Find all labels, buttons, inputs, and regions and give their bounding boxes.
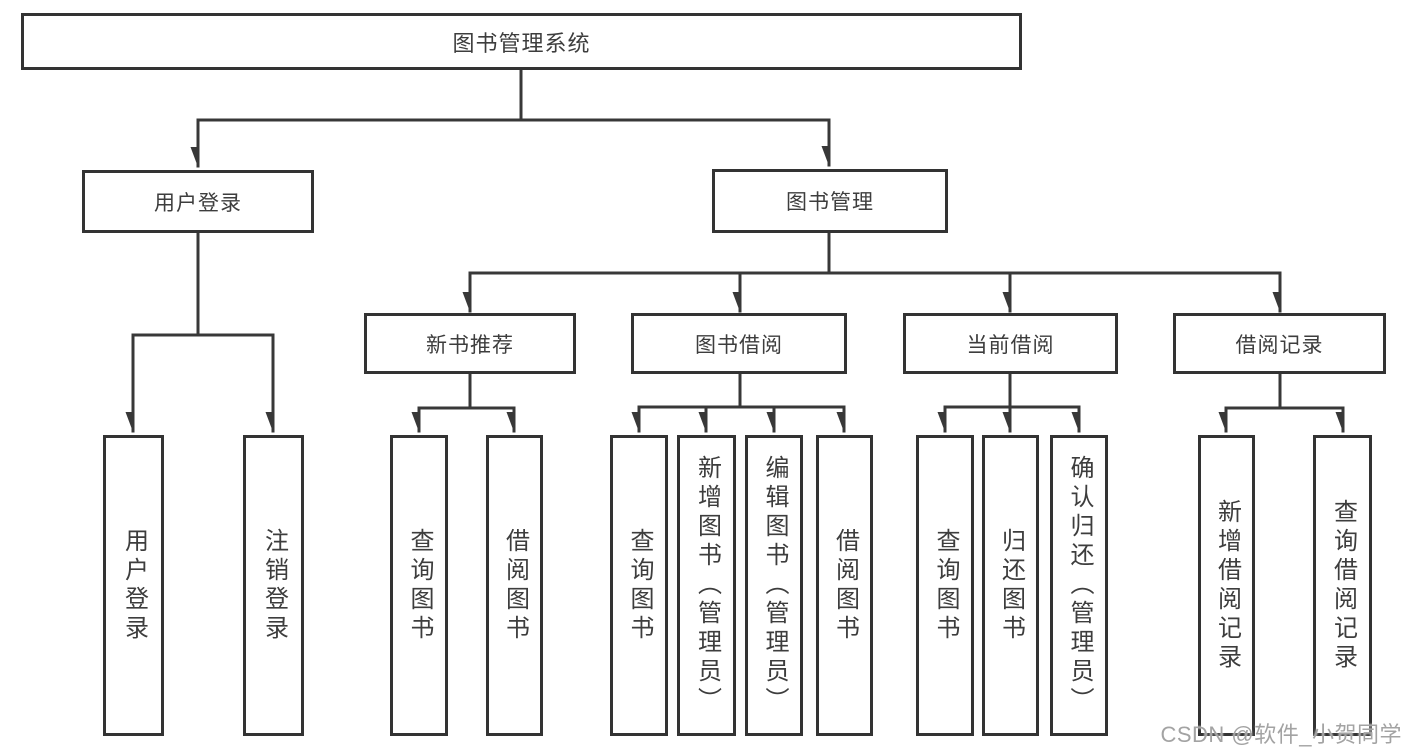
leaf-query-borrow-record: 查询借阅记录: [1313, 435, 1372, 736]
leaf-query-book-recommend-label: 查询图书: [406, 527, 433, 644]
leaf-query-borrow-record-label: 查询借阅记录: [1329, 498, 1357, 673]
node-new-book-recommend: 新书推荐: [364, 313, 576, 374]
leaf-query-book-borrow: 查询图书: [610, 435, 668, 736]
leaf-borrow-book-recommend-label: 借阅图书: [501, 527, 529, 644]
leaf-add-borrow-record-label: 新增借阅记录: [1213, 498, 1241, 673]
node-book-management-label: 图书管理: [786, 191, 874, 214]
leaf-logout: 注销登录: [243, 435, 304, 736]
node-book-management: 图书管理: [712, 169, 948, 233]
node-current-borrow: 当前借阅: [903, 313, 1118, 374]
leaf-confirm-return-admin-label: 确认归还（管理员）: [1066, 455, 1093, 716]
node-borrow-records: 借阅记录: [1173, 313, 1386, 374]
leaf-edit-book-admin-label: 编辑图书（管理员）: [761, 455, 788, 716]
leaf-return-book-label: 归还图书: [997, 527, 1025, 644]
leaf-edit-book-admin: 编辑图书（管理员）: [745, 435, 803, 736]
leaf-add-borrow-record: 新增借阅记录: [1198, 435, 1255, 736]
node-user-login: 用户登录: [82, 170, 314, 233]
node-root-library-system: 图书管理系统: [21, 13, 1022, 70]
leaf-borrow-book: 借阅图书: [816, 435, 873, 736]
csdn-watermark: CSDN @软件_小贺同学: [1160, 722, 1402, 747]
node-current-borrow-label: 当前借阅: [966, 333, 1055, 357]
leaf-user-login: 用户登录: [103, 435, 164, 736]
node-book-borrow: 图书借阅: [631, 313, 847, 374]
leaf-add-book-admin: 新增图书（管理员）: [677, 435, 736, 736]
node-book-borrow-label: 图书借阅: [695, 333, 783, 357]
node-borrow-records-label: 借阅记录: [1235, 333, 1324, 357]
leaf-borrow-book-recommend: 借阅图书: [486, 435, 543, 736]
leaf-logout-label: 注销登录: [260, 527, 288, 644]
leaf-return-book: 归还图书: [982, 435, 1039, 736]
leaf-borrow-book-label: 借阅图书: [831, 527, 859, 644]
leaf-confirm-return-admin: 确认归还（管理员）: [1050, 435, 1108, 736]
leaf-add-book-admin-label: 新增图书（管理员）: [693, 455, 721, 716]
leaf-query-book-current-label: 查询图书: [932, 527, 959, 644]
node-root-label: 图书管理系统: [452, 30, 591, 56]
node-user-login-label: 用户登录: [154, 191, 242, 215]
leaf-user-login-label: 用户登录: [120, 527, 148, 644]
leaf-query-book-current: 查询图书: [916, 435, 974, 736]
leaf-query-book-borrow-label: 查询图书: [626, 527, 653, 644]
leaf-query-book-recommend: 查询图书: [390, 435, 448, 736]
node-new-book-recommend-label: 新书推荐: [426, 333, 514, 357]
